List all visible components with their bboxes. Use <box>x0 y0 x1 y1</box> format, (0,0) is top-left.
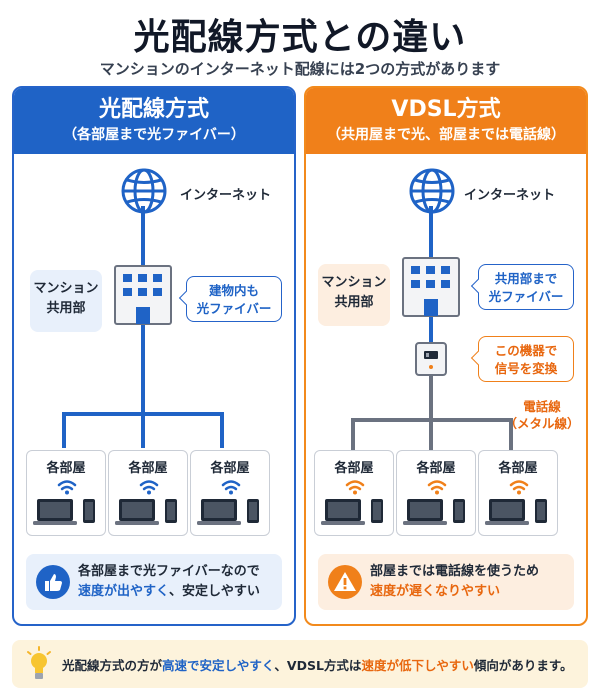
device-callout-line2: 信号を変換 <box>494 361 558 376</box>
smartphone-icon <box>535 499 547 523</box>
lightbulb-icon <box>27 646 51 679</box>
tip-part1: 光配線方式の方が <box>62 658 163 673</box>
wifi-icon <box>57 480 77 491</box>
laptop-icon <box>485 499 529 525</box>
page-subtitle: マンションのインターネット配線には2つの方式があります <box>99 60 501 78</box>
room-devices <box>115 480 177 525</box>
vdsl-fiber-callout-line2: 光ファイバー <box>488 289 564 304</box>
room-devices <box>33 480 95 525</box>
globe-icon <box>409 168 455 214</box>
laptop-icon <box>33 499 77 525</box>
internet-label: インターネット <box>180 188 272 203</box>
thumbs-up-icon <box>36 565 70 599</box>
room-label: 各部屋 <box>46 461 86 476</box>
room-card: 各部屋 <box>108 450 188 536</box>
smartphone-icon <box>165 499 177 523</box>
wifi-icon <box>509 480 529 491</box>
room-devices <box>403 480 465 525</box>
phone-line-label-line1: 電話線 <box>523 399 561 414</box>
vdsl-panel-header: VDSL方式 （共用屋まで光、部屋までは電話線） <box>306 88 586 154</box>
fiber-callout-line2: 光ファイバー <box>196 301 272 316</box>
room-label: 各部屋 <box>498 461 538 476</box>
building-label-line1: マンション <box>321 275 387 290</box>
fiber-wiring <box>62 206 224 448</box>
room-card: 各部屋 <box>478 450 558 536</box>
vdsl-fiber-callout-line1: 共用部まで <box>494 271 558 286</box>
fiber-summary-highlight: 速度が出やすく <box>78 584 170 599</box>
building-label-line2: 共用部 <box>46 301 86 316</box>
vdsl-wiring <box>351 206 513 450</box>
device-callout: この機器で 信号を変換 <box>470 336 574 382</box>
room-devices <box>485 480 547 525</box>
phone-line-label: 電話線 （メタル線） <box>502 398 582 432</box>
vdsl-fiber-callout: 共用部まで 光ファイバー <box>470 264 574 310</box>
room-label: 各部屋 <box>334 461 374 476</box>
room-card: 各部屋 <box>190 450 270 536</box>
laptop-icon <box>403 499 447 525</box>
vdsl-modem-icon <box>415 342 447 376</box>
room-label: 各部屋 <box>416 461 456 476</box>
building-label-line2: 共用部 <box>334 295 374 310</box>
laptop-icon <box>197 499 241 525</box>
internet-label: インターネット <box>464 188 556 203</box>
device-callout-line1: この機器で <box>494 343 558 358</box>
room-card: 各部屋 <box>396 450 476 536</box>
wifi-icon <box>139 480 159 491</box>
fiber-heading: 光配線方式 <box>98 97 209 122</box>
building-icon <box>114 265 172 325</box>
wifi-icon <box>427 480 447 491</box>
smartphone-icon <box>453 499 465 523</box>
tip-highlight-fast: 高速で安定しやすく <box>162 658 275 673</box>
fiber-callout-line1: 建物内も <box>208 283 259 298</box>
laptop-icon <box>115 499 159 525</box>
room-label: 各部屋 <box>128 461 168 476</box>
phone-line-label-line2: （メタル線） <box>504 416 580 431</box>
fiber-summary-line1: 各部屋まで光ファイバーなので <box>78 564 260 579</box>
building-icon <box>402 257 460 317</box>
warning-icon <box>328 565 362 599</box>
page-title: 光配線方式との違い <box>133 17 467 58</box>
tip-part3: 傾向があります。 <box>473 658 573 673</box>
laptop-icon <box>321 499 365 525</box>
smartphone-icon <box>371 499 383 523</box>
fiber-summary-text: 各部屋まで光ファイバーなので 速度が出やすく、安定しやすい <box>78 562 260 602</box>
fiber-summary: 各部屋まで光ファイバーなので 速度が出やすく、安定しやすい <box>26 554 282 610</box>
vdsl-summary-highlight: 速度が遅くなりやすい <box>370 584 501 599</box>
wifi-icon <box>345 480 365 491</box>
room-devices <box>321 480 383 525</box>
fiber-summary-rest: 、安定しやすい <box>169 584 260 599</box>
vdsl-summary: 部屋までは電話線を使うため 速度が遅くなりやすい <box>318 554 574 610</box>
smartphone-icon <box>247 499 259 523</box>
globe-icon <box>121 168 167 214</box>
room-label: 各部屋 <box>210 461 250 476</box>
tip-part2: 、VDSL方式は <box>274 658 362 673</box>
wifi-icon <box>221 480 241 491</box>
smartphone-icon <box>83 499 95 523</box>
building-label: マンション 共用部 <box>318 264 390 326</box>
tip-bar: 光配線方式の方が高速で安定しやすく、VDSL方式は速度が低下しやすい傾向がありま… <box>12 640 588 688</box>
room-card: 各部屋 <box>314 450 394 536</box>
vdsl-panel: VDSL方式 （共用屋まで光、部屋までは電話線） インターネット マンション 共… <box>304 86 588 626</box>
fiber-subheading: （各部屋まで光ファイバー） <box>63 127 245 143</box>
room-devices <box>197 480 259 525</box>
vdsl-subheading: （共用屋まで光、部屋までは電話線） <box>327 127 565 143</box>
room-card: 各部屋 <box>26 450 106 536</box>
fiber-panel-header: 光配線方式 （各部屋まで光ファイバー） <box>14 88 294 154</box>
vdsl-summary-line1: 部屋までは電話線を使うため <box>370 564 540 579</box>
tip-text: 光配線方式の方が高速で安定しやすく、VDSL方式は速度が低下しやすい傾向がありま… <box>62 655 573 674</box>
tip-highlight-slow: 速度が低下しやすい <box>361 658 474 673</box>
fiber-callout: 建物内も 光ファイバー <box>178 276 282 322</box>
building-label: マンション 共用部 <box>30 270 102 332</box>
vdsl-heading: VDSL方式 <box>391 97 501 122</box>
fiber-panel: 光配線方式 （各部屋まで光ファイバー） インターネット マンション 共用部 <box>12 86 296 626</box>
building-label-line1: マンション <box>33 281 99 296</box>
vdsl-summary-text: 部屋までは電話線を使うため 速度が遅くなりやすい <box>370 562 539 602</box>
